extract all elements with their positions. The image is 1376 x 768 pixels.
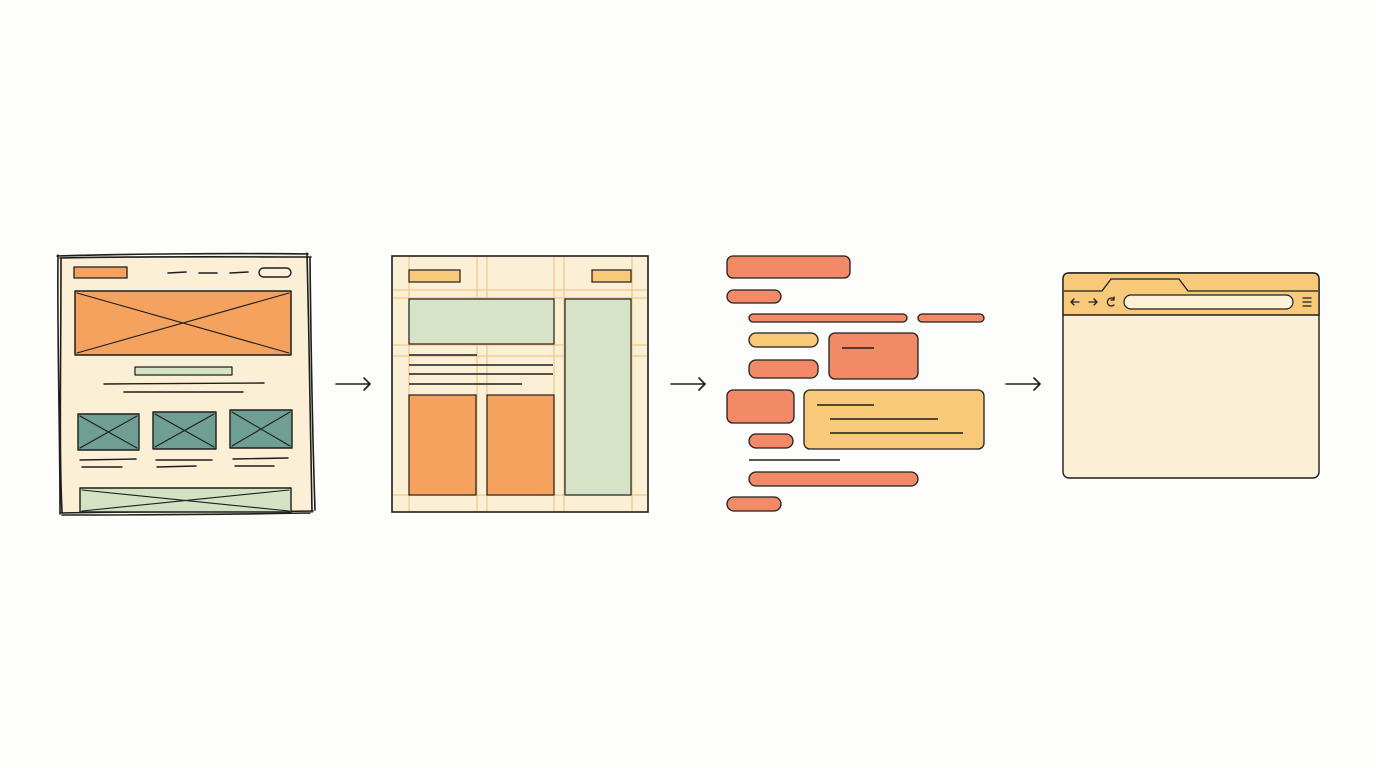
- arrow-2: [670, 377, 706, 391]
- sketch-nav-button: [258, 267, 292, 278]
- arrow-3: [1005, 377, 1041, 391]
- component-blocks: [726, 255, 985, 512]
- grid-content-block-2: [486, 394, 555, 496]
- component-block-coral: [726, 389, 795, 424]
- component-pill-small: [748, 433, 794, 449]
- component-line-long: [748, 313, 908, 323]
- grid-frame: [391, 255, 649, 513]
- sketch-thumbnail-3: [229, 409, 293, 449]
- sketch-thumbnail-captions: [79, 457, 289, 468]
- sketch-thumbnail-2: [152, 411, 217, 450]
- sketch-text-lines: [103, 382, 265, 393]
- sketch-title-bar: [134, 366, 233, 376]
- grid-nav-block: [591, 269, 632, 283]
- sketch-thumbnail-1: [77, 413, 140, 451]
- sketch-hero-cross: [76, 292, 290, 354]
- reload-icon[interactable]: [1106, 296, 1115, 307]
- sketch-footer-cross: [81, 489, 290, 512]
- component-card-coral: [828, 332, 919, 380]
- browser-window: [1062, 272, 1320, 479]
- browser-tab: [1064, 278, 1318, 292]
- grid-logo-block: [408, 269, 461, 283]
- component-line-short: [917, 313, 985, 323]
- arrow-right-icon[interactable]: [1088, 298, 1098, 306]
- component-pill-yellow: [748, 332, 819, 348]
- component-child-1: [726, 289, 782, 304]
- browser-address-bar[interactable]: [1123, 294, 1294, 310]
- sketch-logo-block: [73, 266, 128, 279]
- arrow-1: [335, 377, 371, 391]
- sketch-nav-links: [167, 271, 249, 274]
- grid-text-lines: [409, 354, 553, 385]
- component-card-yellow-text: [817, 404, 963, 434]
- component-root: [726, 255, 851, 279]
- hamburger-menu-icon[interactable]: [1302, 297, 1312, 307]
- grid-layout: [391, 255, 649, 513]
- sketch-wireframe: [56, 252, 316, 516]
- arrow-left-icon[interactable]: [1070, 298, 1080, 306]
- grid-content-block-1: [408, 394, 477, 496]
- grid-sidebar-block: [564, 298, 632, 496]
- component-pill-coral: [748, 359, 819, 379]
- grid-hero-block: [408, 298, 555, 345]
- component-bar: [748, 471, 919, 487]
- component-pill-end: [726, 496, 782, 512]
